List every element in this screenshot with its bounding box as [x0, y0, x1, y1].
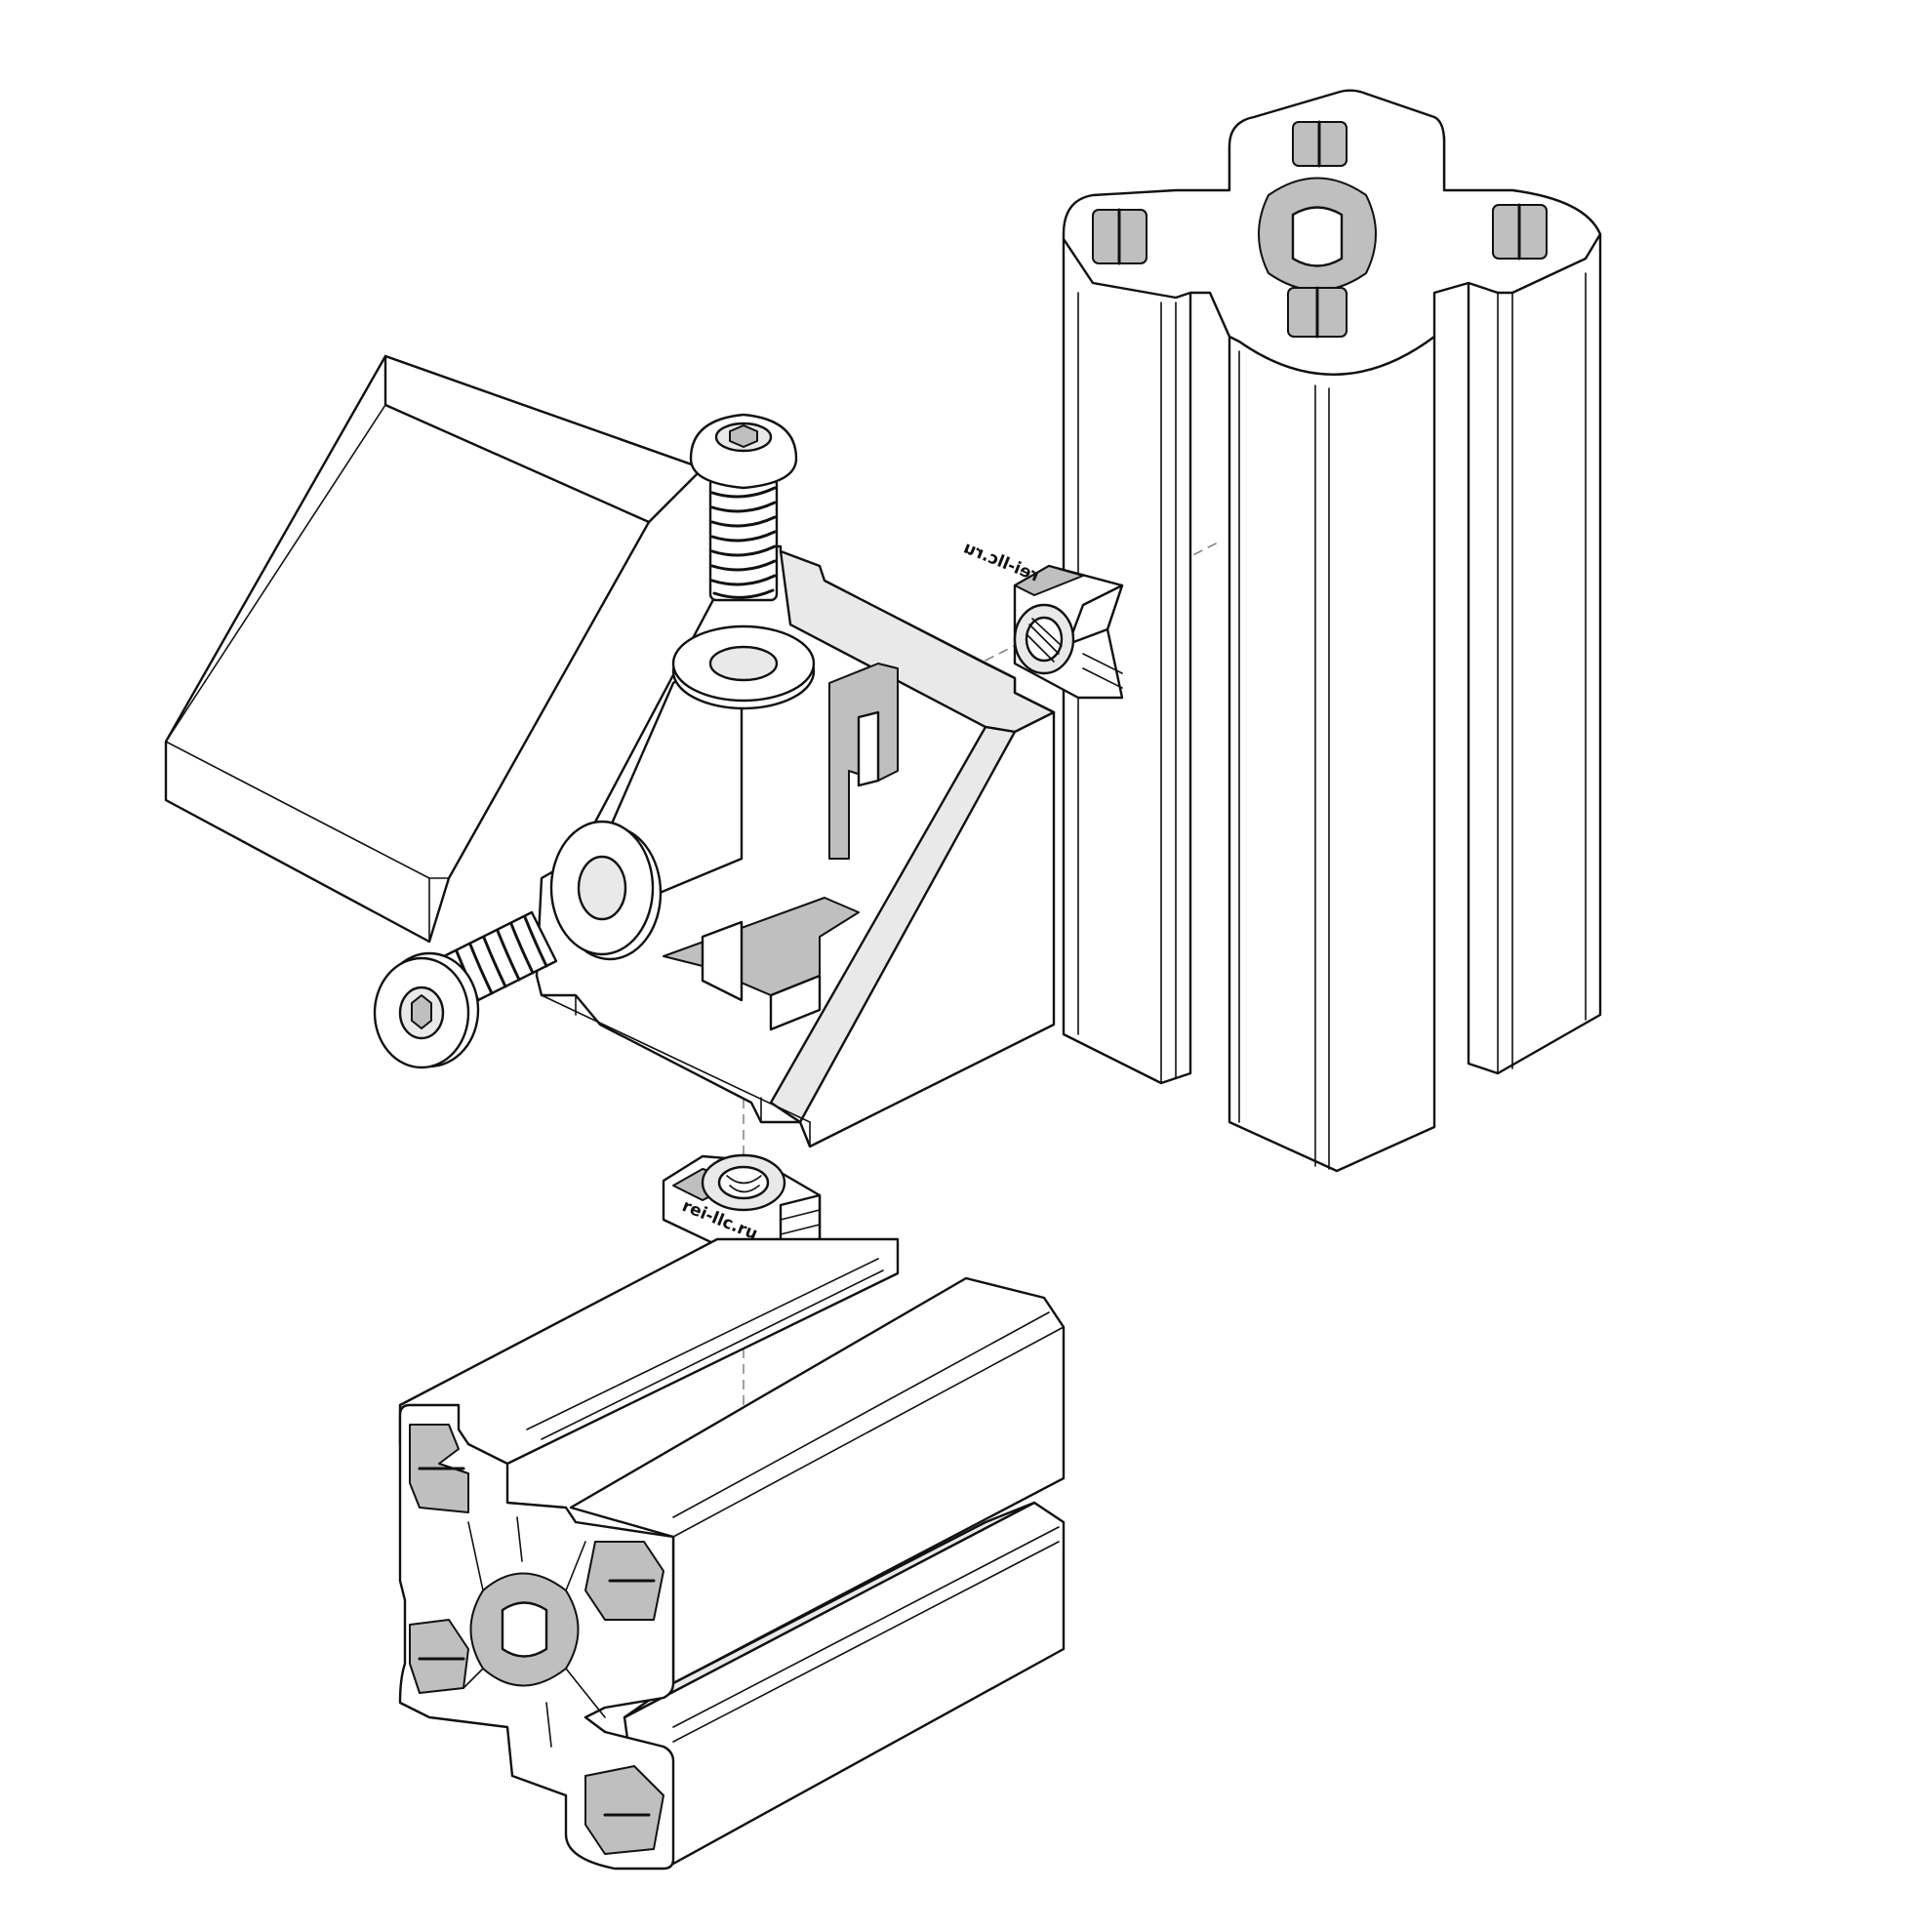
washer-side	[549, 820, 663, 961]
screw-side-thread	[455, 915, 548, 1002]
screw-upper	[689, 413, 798, 602]
nut-upper-brand-label: rei-llc.ru	[961, 539, 1042, 586]
end-cap	[164, 354, 704, 944]
vertical-profile	[1062, 89, 1602, 1173]
screw-side	[373, 910, 558, 1069]
washer-upper	[671, 624, 816, 710]
screw-upper-thread	[710, 486, 777, 599]
t-nut-lower: rei-llc.ru	[662, 1153, 822, 1266]
horizontal-profile	[398, 1237, 1066, 1871]
